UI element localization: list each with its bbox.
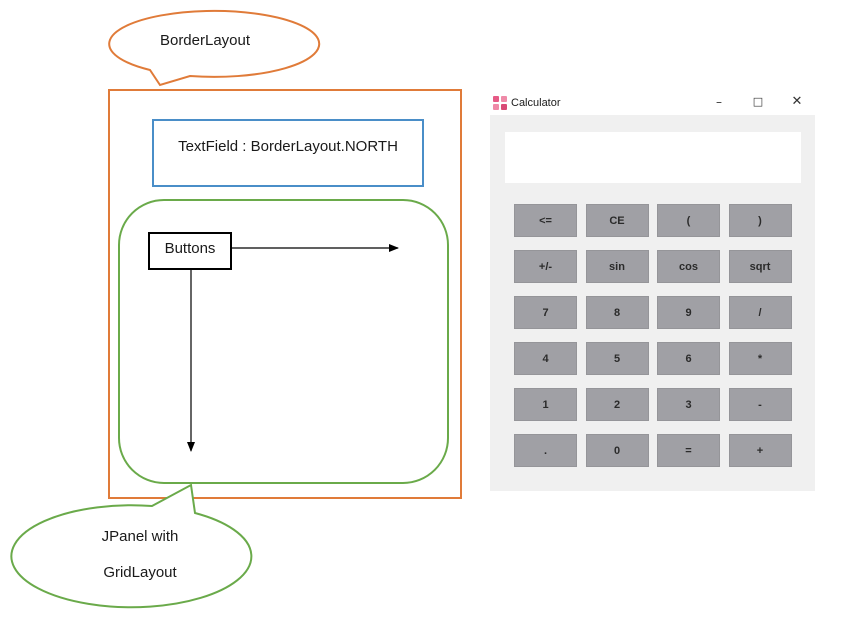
key-button[interactable]: + bbox=[728, 434, 792, 467]
buttons-box bbox=[148, 232, 232, 270]
key-button[interactable]: 2 bbox=[585, 388, 649, 421]
key-button[interactable]: 9 bbox=[657, 296, 720, 329]
borderlayout-callout bbox=[108, 9, 321, 87]
key-button[interactable]: 3 bbox=[657, 388, 720, 421]
key-button[interactable]: <= bbox=[514, 204, 577, 237]
jpanel-box bbox=[118, 199, 449, 484]
key-button[interactable]: 7 bbox=[514, 296, 577, 329]
maximize-icon[interactable]: □ bbox=[752, 95, 764, 108]
borderlayout-label: BorderLayout bbox=[159, 32, 251, 49]
key-button[interactable]: . bbox=[514, 434, 577, 467]
jpanel-label-line2: GridLayout bbox=[103, 564, 177, 581]
key-button[interactable]: / bbox=[728, 296, 792, 329]
calculator-display[interactable] bbox=[505, 132, 801, 183]
key-button[interactable]: sqrt bbox=[728, 250, 792, 283]
key-button[interactable]: ( bbox=[657, 204, 720, 237]
key-button[interactable]: = bbox=[657, 434, 720, 467]
jpanel-callout bbox=[10, 483, 253, 609]
key-button[interactable]: - bbox=[728, 388, 792, 421]
key-button[interactable]: 4 bbox=[514, 342, 577, 375]
key-button[interactable]: CE bbox=[585, 204, 649, 237]
textfield-box bbox=[152, 119, 424, 187]
calculator-app-icon bbox=[493, 96, 507, 110]
close-icon[interactable]: ✕ bbox=[791, 94, 803, 109]
window-title: Calculator bbox=[511, 97, 561, 109]
textfield-label: TextField : BorderLayout.NORTH bbox=[178, 138, 398, 155]
key-button[interactable]: 0 bbox=[585, 434, 649, 467]
key-button[interactable]: sin bbox=[585, 250, 649, 283]
key-button[interactable]: 6 bbox=[657, 342, 720, 375]
borderlayout-frame bbox=[108, 89, 462, 499]
key-button[interactable]: 1 bbox=[514, 388, 577, 421]
key-button[interactable]: ) bbox=[728, 204, 792, 237]
key-button[interactable]: * bbox=[728, 342, 792, 375]
title-bar[interactable]: Calculator – □ ✕ bbox=[490, 90, 815, 115]
minimize-icon[interactable]: – bbox=[716, 95, 722, 109]
key-button[interactable]: cos bbox=[657, 250, 720, 283]
buttons-label: Buttons bbox=[164, 240, 216, 257]
key-button[interactable]: 8 bbox=[585, 296, 649, 329]
jpanel-label-line1: JPanel with bbox=[101, 528, 179, 545]
key-button[interactable]: 5 bbox=[585, 342, 649, 375]
key-button[interactable]: +/- bbox=[514, 250, 577, 283]
